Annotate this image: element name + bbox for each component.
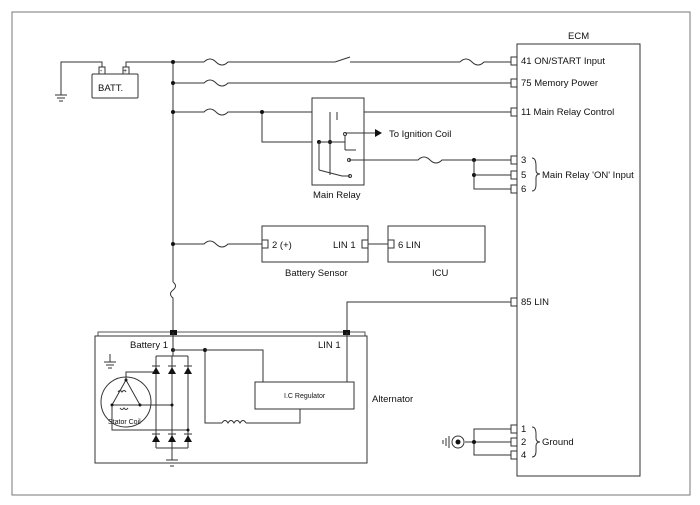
ecm-pin-4: 4 [521,450,526,461]
main-relay-label: Main Relay [313,190,361,201]
svg-text:-: - [100,68,103,75]
arrow-icon [375,129,382,137]
alternator: Battery 1 LIN 1 Alternator Stator Coil [94,330,413,467]
alternator-battery-terminal: Battery 1 [130,340,168,351]
internal-ground-icon [104,354,116,369]
icu: 6 LIN ICU [387,225,486,279]
to-ignition-coil-label: To Ignition Coil [389,129,451,140]
main-relay-on-input-label: Main Relay 'ON' Input [542,170,634,181]
ecm-pin-5: 5 [521,170,526,181]
ic-regulator [254,381,355,410]
chassis-ground-icon [442,435,465,449]
battery: BATT. - + [91,66,139,99]
ic-regulator-label: I.C Regulator [284,393,326,400]
battery-label: BATT. [98,83,123,94]
alternator-lin-terminal: LIN 1 [318,340,341,351]
alternator-label: Alternator [372,394,413,405]
ecm-pin-2: 2 [521,437,526,448]
battery-sensor: 2 (+) LIN 1 Battery Sensor [261,225,369,279]
ecm-title: ECM [568,31,589,42]
ecm-pin-85: 85 LIN [521,297,549,308]
ecm-block: ECM 41 ON/START Input 75 Memory Power 11… [510,31,641,477]
svg-text:+: + [123,68,127,75]
battery-ground-icon [55,94,67,102]
stator-coil-label: Stator Coil [108,419,141,426]
battery-sensor-label: Battery Sensor [285,268,348,279]
ground-label: Ground [542,437,574,448]
ecm-pin-41: 41 ON/START Input [521,56,605,67]
ecm-pin-1: 1 [521,424,526,435]
battery-sensor-pin-plus: 2 (+) [272,240,292,251]
diagram-frame [11,11,691,496]
ecm-pin-6: 6 [521,184,526,195]
ecm-pin-75: 75 Memory Power [521,78,598,89]
alternator-ground-icon [166,459,178,467]
battery-sensor-pin-lin: LIN 1 [333,240,356,251]
icu-pin: 6 LIN [398,240,421,251]
ecm-pin-11: 11 Main Relay Control [521,107,614,118]
main-relay: Main Relay [311,97,365,201]
ecm-pin-3: 3 [521,155,526,166]
icu-label: ICU [432,268,449,279]
